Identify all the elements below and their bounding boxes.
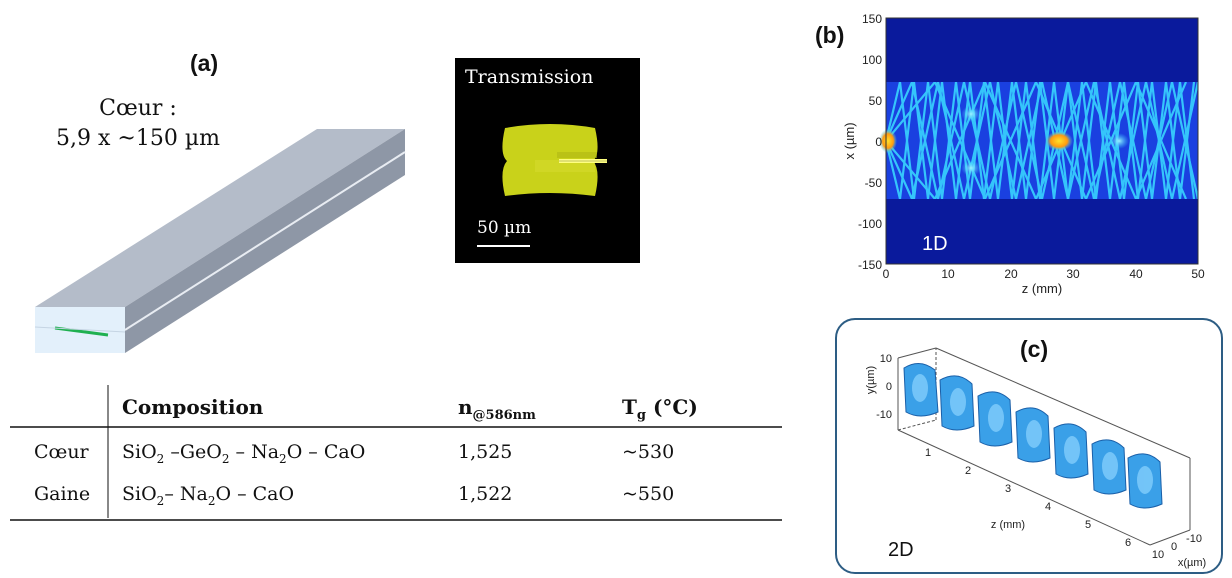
c-ytick-10: 10 <box>880 353 892 365</box>
header-index: n@586nm <box>458 395 536 423</box>
row-coeur-index: 1,525 <box>458 441 513 463</box>
waveguide-3d-drawing <box>34 129 406 353</box>
row-gaine-index: 1,522 <box>458 483 513 505</box>
c-ztick-5: 5 <box>1085 519 1091 531</box>
y-axis-label: x (µm) <box>842 122 857 159</box>
c-xtick-m10: -10 <box>1186 533 1202 545</box>
ytick-0: 0 <box>875 135 882 149</box>
photo-title: Transmission <box>465 66 594 88</box>
mode-surface-highlights <box>912 374 1153 494</box>
c-ytick-0: 0 <box>886 381 892 393</box>
xtick-0: 0 <box>883 267 890 281</box>
waveguide-front-divider <box>34 326 126 333</box>
c-ytick-m10: -10 <box>876 409 892 421</box>
xtick-50: 50 <box>1191 267 1205 281</box>
transmission-photo: Transmission 50 µm <box>455 58 640 263</box>
ytick-m100: -100 <box>858 217 882 231</box>
xtick-20: 20 <box>1004 267 1018 281</box>
c-x-axis-label: x(µm) <box>1178 557 1206 569</box>
panel-a-label: (a) <box>190 50 219 76</box>
c-ztick-1: 1 <box>925 447 931 459</box>
row-coeur-tg: ~530 <box>622 441 675 463</box>
x-axis-label: z (mm) <box>1022 281 1062 296</box>
ytick-m150: -150 <box>858 258 882 272</box>
waveguide-core-line <box>124 151 406 331</box>
header-tg: Tg (°C) <box>622 395 698 423</box>
row-gaine-tg: ~550 <box>622 483 675 505</box>
mode-spots <box>879 106 1129 176</box>
row-gaine-name: Gaine <box>34 483 91 505</box>
xtick-10: 10 <box>941 267 955 281</box>
c-ztick-4: 4 <box>1045 501 1051 513</box>
panel-b-label: (b) <box>815 22 845 48</box>
core-size: 5,9 x ~150 µm <box>56 126 220 151</box>
row-coeur-composition: SiO2 –GeO2 – Na2O – CaO <box>122 441 366 466</box>
c-xtick-0: 0 <box>1171 541 1177 553</box>
waveguide-core-front <box>54 326 109 337</box>
header-index-sub: @586nm <box>472 408 536 423</box>
c-ztick-2: 2 <box>965 465 971 477</box>
x-axis-ticks: 0 10 20 30 40 50 <box>883 267 1205 281</box>
c-xtick-10: 10 <box>1152 549 1164 561</box>
xtick-30: 30 <box>1066 267 1080 281</box>
header-composition: Composition <box>122 395 264 419</box>
row-gaine-composition: SiO2– Na2O – CaO <box>122 483 295 508</box>
ytick-50: 50 <box>869 94 883 108</box>
xtick-40: 40 <box>1129 267 1143 281</box>
y-axis-ticks: 150 100 50 0 -50 -100 -150 <box>858 12 882 272</box>
annotation-2d: 2D <box>888 539 914 561</box>
mode-pattern <box>886 82 1198 199</box>
mode-3d-plot: 10 0 -10 y(µm) 1 2 3 4 5 6 z (mm) 10 0 -… <box>865 347 1206 569</box>
row-coeur-name: Cœur <box>34 441 89 463</box>
mode-propagation-plot: 150 100 50 0 -50 -100 -150 0 10 20 30 40… <box>842 12 1205 296</box>
fiber-cross-section <box>477 124 607 247</box>
waveguide-top-face <box>35 129 405 307</box>
core-dimensions-text: Cœur : 5,9 x ~150 µm <box>38 94 238 154</box>
header-index-main: n <box>458 395 473 419</box>
table-rules <box>10 385 782 521</box>
ytick-150: 150 <box>862 12 882 26</box>
c-ztick-6: 6 <box>1125 537 1131 549</box>
c-ztick-3: 3 <box>1005 483 1011 495</box>
panel-c-label: (c) <box>1020 336 1049 362</box>
scale-label: 50 µm <box>477 218 532 238</box>
ytick-100: 100 <box>862 53 882 67</box>
annotation-1d: 1D <box>922 233 948 255</box>
c-z-axis-label: z (mm) <box>991 519 1025 531</box>
core-label: Cœur : <box>99 96 177 121</box>
c-y-axis-label: y(µm) <box>865 366 877 394</box>
ytick-m50: -50 <box>865 176 883 190</box>
